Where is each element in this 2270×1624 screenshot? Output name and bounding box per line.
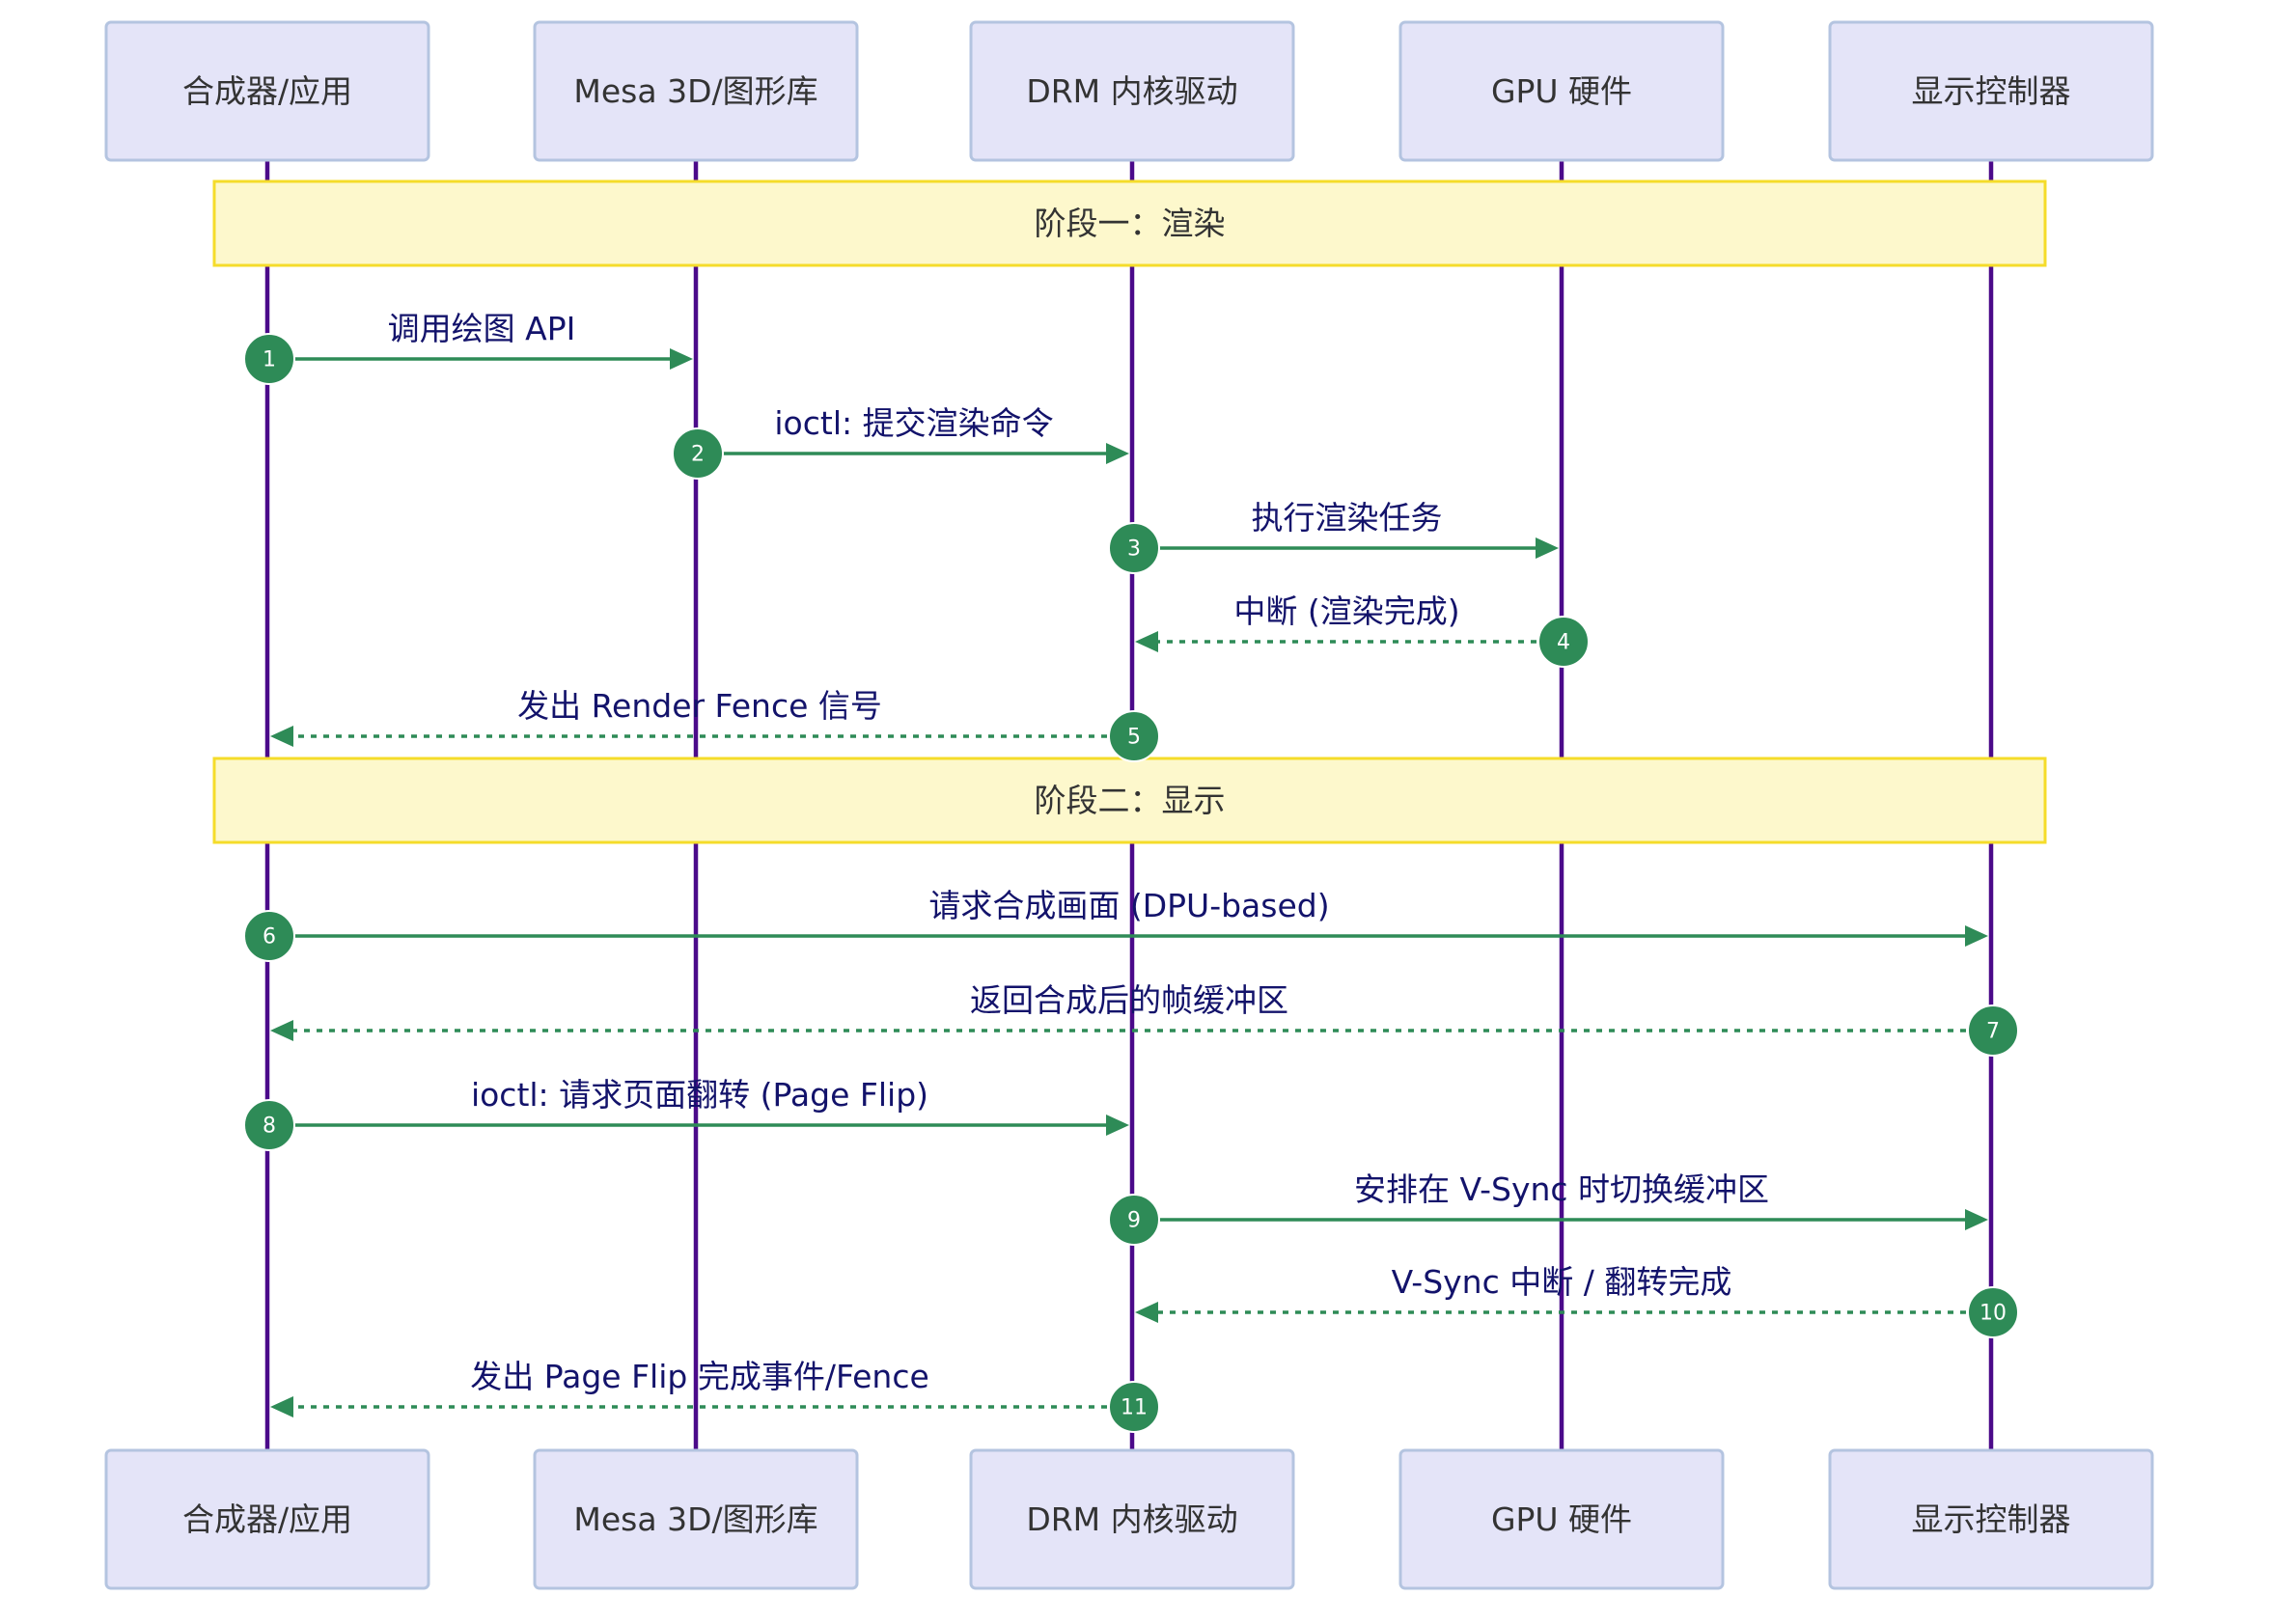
message: ioctl: 提交渲染命令 2	[672, 404, 1129, 480]
participant-bottom[interactable]: Mesa 3D/图形库	[533, 1448, 859, 1590]
participant-label: Mesa 3D/图形库	[573, 72, 817, 110]
message: 执行渲染任务 3	[1108, 499, 1559, 574]
stage-box	[212, 757, 2047, 844]
message-label: ioctl: 请求页面翻转 (Page Flip)	[471, 1076, 928, 1114]
stage-note: 阶段一：渲染	[212, 179, 2047, 267]
participant-box[interactable]	[104, 20, 430, 162]
participant-top[interactable]: GPU 硬件	[1398, 20, 1725, 162]
participant-label: GPU 硬件	[1491, 1500, 1632, 1538]
sequence-number-badge	[1967, 1286, 2019, 1338]
sequence-number: 7	[1986, 1020, 2000, 1044]
participant-label: Mesa 3D/图形库	[573, 1500, 817, 1538]
participant-label: DRM 内核驱动	[1026, 1500, 1237, 1538]
participant-box[interactable]	[1828, 20, 2154, 162]
participant-box[interactable]	[1398, 1448, 1725, 1590]
participant-bottom[interactable]: 显示控制器	[1828, 1448, 2154, 1590]
message-label: 发出 Render Fence 信号	[517, 687, 882, 725]
sequence-number-badge	[1967, 1005, 2019, 1057]
arrowhead-icon	[270, 1396, 293, 1418]
stage-label: 阶段一：渲染	[1035, 205, 1226, 242]
participant-box[interactable]	[969, 1448, 1295, 1590]
participant-label: DRM 内核驱动	[1026, 72, 1237, 110]
message: V-Sync 中断 / 翻转完成 10	[1135, 1263, 2019, 1338]
stage-label: 阶段二：显示	[1035, 782, 1226, 819]
sequence-number-badge	[243, 333, 295, 385]
sequence-number: 6	[263, 925, 276, 950]
sequence-number-badge	[243, 910, 295, 962]
participant-box[interactable]	[1398, 20, 1725, 162]
sequence-number: 8	[263, 1115, 276, 1139]
participant-bottom[interactable]: GPU 硬件	[1398, 1448, 1725, 1590]
participant-box[interactable]	[969, 20, 1295, 162]
message: 中断 (渲染完成) 4	[1135, 592, 1590, 668]
message-label: 执行渲染任务	[1252, 499, 1443, 537]
participant-bottom[interactable]: DRM 内核驱动	[969, 1448, 1295, 1590]
participant-top[interactable]: 合成器/应用	[104, 20, 430, 162]
arrowhead-icon	[1106, 443, 1129, 464]
message: 发出 Page Flip 完成事件/Fence 11	[270, 1358, 1160, 1433]
participant-box[interactable]	[104, 1448, 430, 1590]
message-label: 返回合成后的帧缓冲区	[970, 981, 1288, 1019]
participant-label: 合成器/应用	[182, 72, 352, 110]
participant-box[interactable]	[533, 20, 859, 162]
message-label: V-Sync 中断 / 翻转完成	[1392, 1263, 1732, 1301]
sequence-number-badge	[1537, 616, 1590, 668]
participant-top[interactable]: Mesa 3D/图形库	[533, 20, 859, 162]
sequence-number-badge	[672, 427, 724, 480]
message-label: 请求合成画面 (DPU-based)	[928, 887, 1329, 924]
arrowhead-icon	[270, 726, 293, 747]
sequence-number: 5	[1127, 726, 1141, 750]
participant-label: GPU 硬件	[1491, 72, 1632, 110]
sequence-number-badge	[1108, 522, 1160, 574]
arrowhead-icon	[670, 348, 693, 370]
stage-box	[212, 179, 2047, 267]
message: 返回合成后的帧缓冲区 7	[270, 981, 2019, 1057]
arrowhead-icon	[1135, 1302, 1158, 1323]
message-label: 调用绘图 API	[388, 310, 576, 347]
participant-label: 合成器/应用	[182, 1500, 352, 1538]
message: 发出 Render Fence 信号 5	[270, 687, 1160, 762]
message: 调用绘图 API 1	[243, 310, 693, 385]
arrowhead-icon	[1135, 631, 1158, 652]
sequence-number: 4	[1557, 631, 1570, 655]
sequence-number: 9	[1127, 1209, 1141, 1233]
arrowhead-icon	[1536, 537, 1559, 559]
message: 请求合成画面 (DPU-based) 6	[243, 887, 1988, 962]
participant-label: 显示控制器	[1912, 1500, 2071, 1538]
arrowhead-icon	[1965, 925, 1988, 947]
sequence-number-badge	[243, 1099, 295, 1151]
sequence-number-badge	[1108, 1194, 1160, 1246]
sequence-number-badge	[1108, 710, 1160, 762]
sequence-number: 11	[1121, 1396, 1148, 1420]
participant-top[interactable]: 显示控制器	[1828, 20, 2154, 162]
participant-label: 显示控制器	[1912, 72, 2071, 110]
message: 安排在 V-Sync 时切换缓冲区 9	[1108, 1170, 1988, 1246]
sequence-number: 3	[1127, 537, 1141, 562]
messages: 调用绘图 API 1 ioctl: 提交渲染命令 2 执行渲染任务 3 中断 (渲染完成) 4…	[243, 310, 2019, 1433]
message-label: ioctl: 提交渲染命令	[774, 404, 1053, 442]
arrowhead-icon	[1965, 1209, 1988, 1230]
participant-box[interactable]	[533, 1448, 859, 1590]
message-label: 发出 Page Flip 完成事件/Fence	[470, 1358, 929, 1395]
message: ioctl: 请求页面翻转 (Page Flip) 8	[243, 1076, 1129, 1151]
sequence-number: 2	[691, 443, 705, 467]
message-label: 中断 (渲染完成)	[1233, 592, 1459, 630]
arrowhead-icon	[1106, 1115, 1129, 1136]
participant-bottom[interactable]: 合成器/应用	[104, 1448, 430, 1590]
sequence-number-badge	[1108, 1381, 1160, 1433]
arrowhead-icon	[270, 1020, 293, 1041]
sequence-number: 1	[263, 348, 276, 372]
participant-box[interactable]	[1828, 1448, 2154, 1590]
message-label: 安排在 V-Sync 时切换缓冲区	[1354, 1170, 1769, 1208]
sequence-number: 10	[1979, 1302, 2007, 1326]
stage-note: 阶段二：显示	[212, 757, 2047, 844]
participant-top[interactable]: DRM 内核驱动	[969, 20, 1295, 162]
